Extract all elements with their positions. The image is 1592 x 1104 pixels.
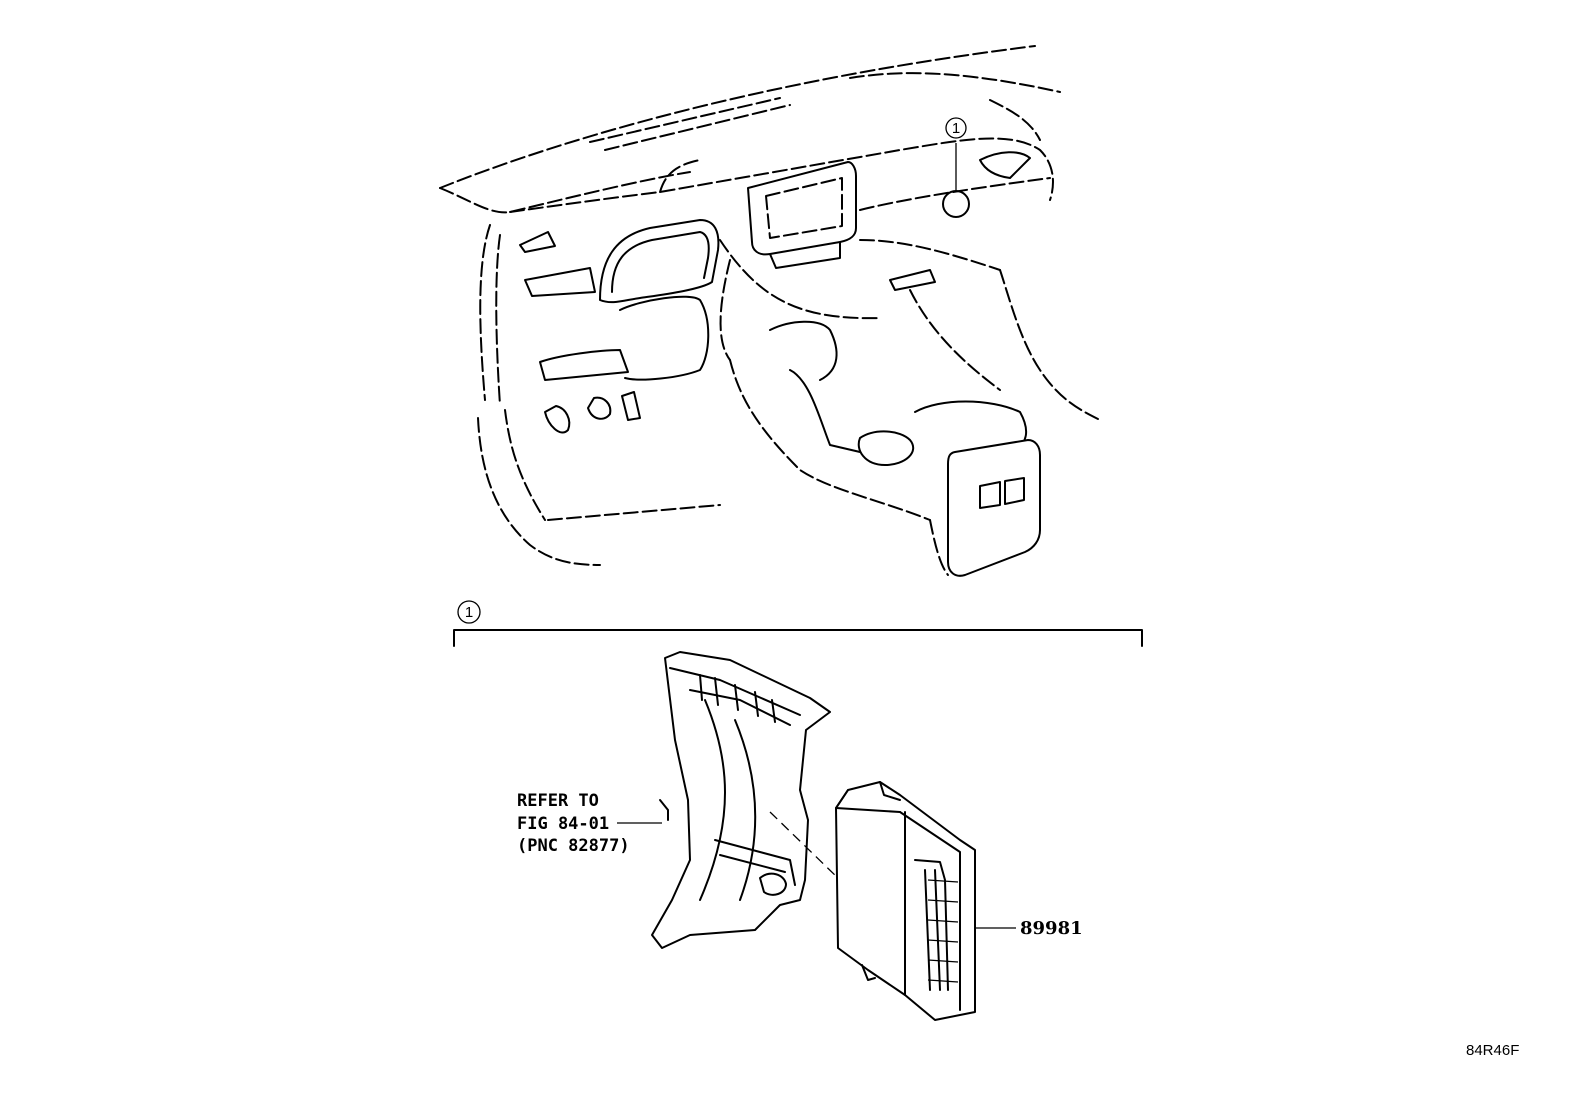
ecu-module-drawing: 89981 xyxy=(835,781,1083,1021)
callout-circle-bracket xyxy=(457,600,481,624)
assembly-bracket: 1 xyxy=(453,600,1143,647)
refer-line-3: (PNC 82877) xyxy=(517,836,630,856)
mounting-bracket-drawing xyxy=(651,651,841,949)
refer-line-1: REFER TO xyxy=(517,791,599,811)
bracket-line xyxy=(453,629,1143,647)
figure-id: 84R46F xyxy=(1466,1042,1519,1059)
callout-circle-top xyxy=(945,117,967,139)
refer-line-2: FIG 84-01 xyxy=(517,814,609,834)
part-number-label: 89981 xyxy=(1020,918,1083,939)
refer-to-callout: REFER TO FIG 84-01 (PNC 82877) xyxy=(517,791,662,856)
dashboard-illustration: 1 xyxy=(439,45,1101,577)
callout-number-top: 1 xyxy=(952,120,960,137)
callout-number-bracket: 1 xyxy=(465,604,473,621)
location-marker-circle xyxy=(942,190,970,218)
